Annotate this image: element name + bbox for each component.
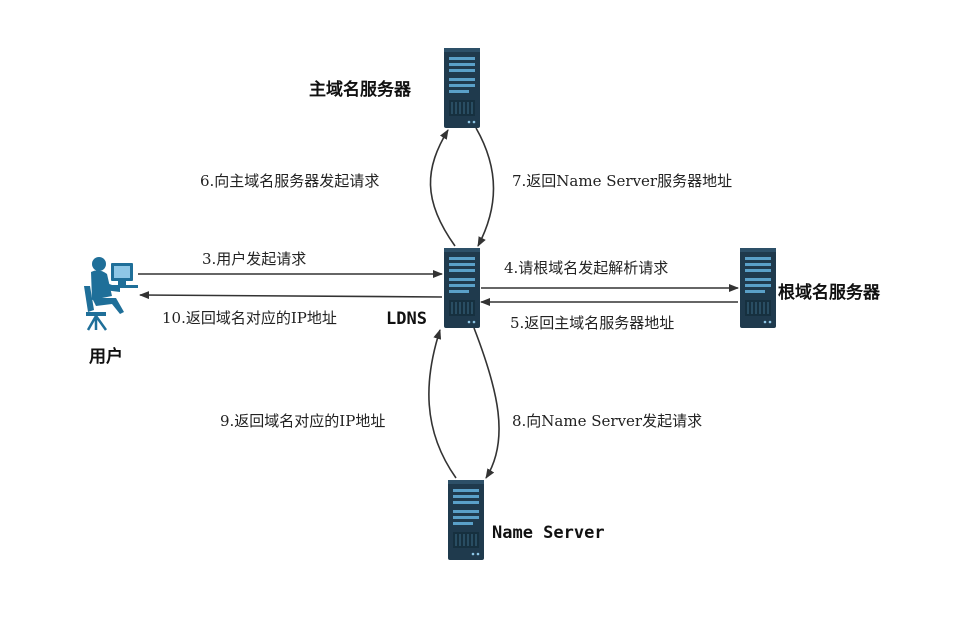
main-server-label: 主域名服务器: [309, 79, 412, 100]
user-at-computer-icon: [84, 257, 138, 331]
step-3-label: 3.用户发起请求: [202, 250, 306, 268]
step-4-label: 4.请根域名发起解析请求: [504, 259, 668, 277]
main-server-icon: [443, 47, 481, 129]
arrow-step-9: [428, 329, 457, 479]
user-label: 用户: [89, 346, 123, 367]
step-6-label: 6.向主域名服务器发起请求: [200, 172, 379, 190]
step-7-label: 7.返回Name Server服务器地址: [512, 172, 732, 190]
ldns-server-icon: [443, 247, 481, 329]
name-server-icon: [447, 479, 485, 561]
step-9-label: 9.返回域名对应的IP地址: [220, 412, 385, 430]
arrow-step-7: [475, 127, 495, 247]
arrow-step-6: [429, 129, 456, 247]
ldns-label: LDNS: [386, 309, 427, 329]
step-5-label: 5.返回主域名服务器地址: [510, 314, 674, 332]
root-server-label: 根域名服务器: [778, 282, 881, 303]
root-server-icon: [739, 247, 777, 329]
arrow-step-10: [139, 291, 443, 300]
arrow-step-8: [473, 327, 500, 479]
name-server-label: Name Server: [492, 523, 605, 543]
step-10-label: 10.返回域名对应的IP地址: [162, 309, 337, 327]
step-8-label: 8.向Name Server发起请求: [512, 412, 702, 430]
